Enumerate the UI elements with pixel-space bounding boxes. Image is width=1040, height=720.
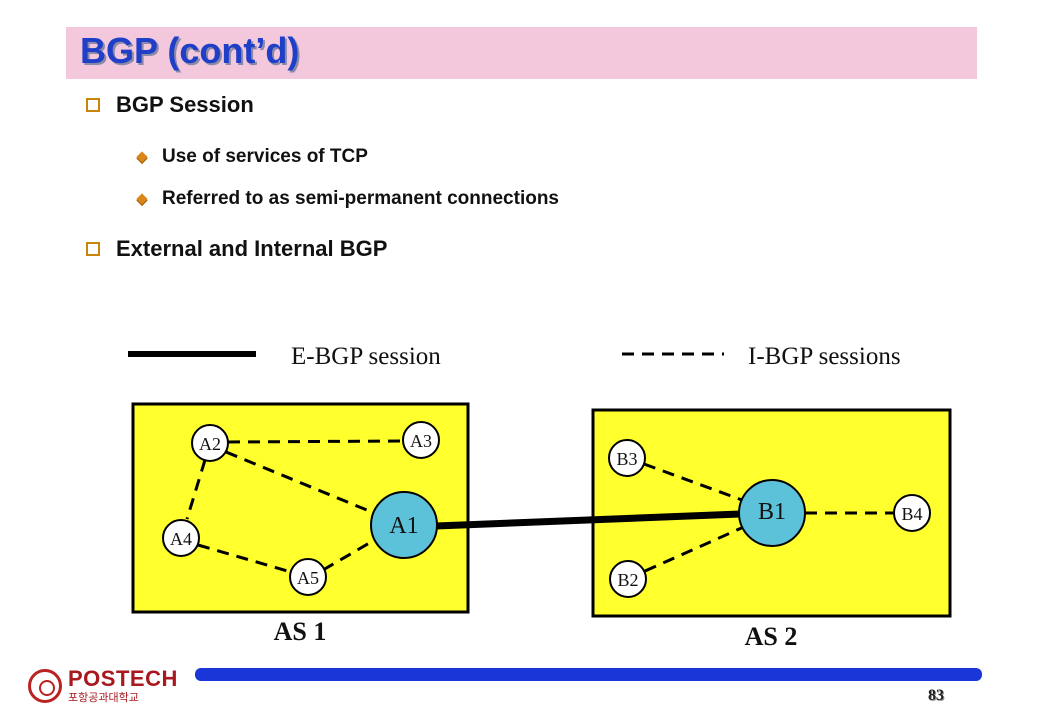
- logo-name: POSTECH: [68, 666, 178, 691]
- logo-subtitle: 포항공과대학교: [68, 691, 139, 704]
- university-seal-icon: [28, 668, 62, 703]
- router-a2: A2: [191, 424, 229, 462]
- page-number: 83: [928, 687, 944, 704]
- ibgp-link-b3-b1: [643, 462, 743, 502]
- router-label: A5: [297, 568, 319, 588]
- sub-bullet-text: Referred to as semi-permanent connection…: [162, 188, 559, 209]
- router-a1: A1: [370, 491, 438, 559]
- ibgp-link-a2-a4: [185, 459, 207, 520]
- router-label: B4: [901, 504, 922, 524]
- bullet-bgp-session: BGP Session: [86, 92, 254, 118]
- postech-logo: POSTECH 포항공과대학교: [28, 668, 178, 703]
- router-label: A1: [389, 513, 418, 539]
- router-b3: B3: [608, 439, 646, 477]
- ibgp-link-a5-a1: [322, 536, 379, 572]
- router-b1: B1: [738, 479, 806, 547]
- legend-ebgp-label: E-BGP session: [291, 343, 441, 370]
- router-label: A4: [170, 529, 192, 549]
- bullet-text: BGP Session: [116, 92, 254, 117]
- hollow-square-icon: [86, 98, 100, 112]
- router-label: B3: [616, 449, 637, 469]
- router-label: A2: [199, 434, 221, 454]
- router-a3: A3: [402, 421, 440, 459]
- ibgp-link-a2-a1: [225, 450, 375, 515]
- title-bar: [66, 27, 977, 79]
- router-label: B2: [617, 570, 638, 590]
- router-b2: B2: [609, 560, 647, 598]
- sub-bullet-text: Use of services of TCP: [162, 146, 368, 167]
- bullet-external-internal: External and Internal BGP: [86, 236, 387, 262]
- sub-bullet-semi-permanent: Referred to as semi-permanent connection…: [136, 188, 559, 210]
- legend-ibgp-label: I-BGP sessions: [748, 343, 901, 370]
- router-a4: A4: [162, 519, 200, 557]
- router-b4: B4: [893, 494, 931, 532]
- router-label: A3: [410, 431, 432, 451]
- ibgp-link-a2-a3: [227, 439, 404, 444]
- footer-bar: [195, 668, 982, 681]
- router-label: B1: [758, 499, 786, 525]
- sub-bullet-tcp: Use of services of TCP: [136, 146, 368, 168]
- ibgp-link-a4-a5: [197, 543, 292, 574]
- router-a5: A5: [289, 558, 327, 596]
- hollow-square-icon: [86, 242, 100, 256]
- as2-label: AS 2: [745, 622, 798, 651]
- ebgp-link-a1-b1: [435, 510, 741, 530]
- bullet-text: External and Internal BGP: [116, 236, 388, 261]
- slide-title: BGP (cont’d): [80, 30, 300, 71]
- as1-label: AS 1: [274, 617, 327, 646]
